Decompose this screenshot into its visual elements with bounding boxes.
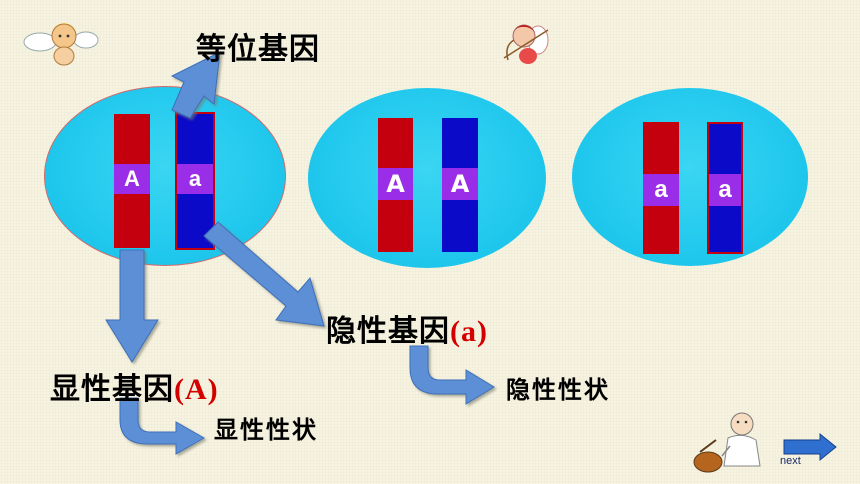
arrow-to-allele: [170, 51, 221, 119]
gene-band: A: [378, 168, 413, 200]
chromosome-red: A: [114, 114, 150, 248]
cupid-icon: [503, 24, 549, 64]
chromosome-blue: A: [442, 118, 478, 252]
cell-3: [572, 88, 808, 266]
next-button[interactable]: next: [780, 455, 801, 467]
chromosome-red: a: [643, 122, 679, 254]
gene-band: a: [709, 174, 741, 206]
dominant-trait-label: 显性性状: [214, 415, 318, 444]
recessive-trait-label: 隐性性状: [506, 375, 610, 404]
chromosome-red: A: [378, 118, 413, 252]
gene-band: A: [442, 168, 478, 200]
arrow-to-recessive-trait: [409, 345, 495, 405]
chromosome-blue: a: [175, 112, 215, 250]
next-arrow-icon[interactable]: [783, 432, 837, 462]
cell-2: [308, 88, 546, 268]
dominant-gene-text: 显性基因: [50, 372, 174, 407]
cherub-icon: [23, 23, 99, 66]
arrow-to-recessive-gene: [203, 221, 325, 327]
recessive-gene-text: 隐性基因: [326, 314, 450, 349]
dominant-gene-label: 显性基因(A): [50, 364, 219, 408]
recessive-gene-label: 隐性基因(a): [326, 306, 488, 350]
allele-label: 等位基因: [196, 32, 320, 67]
recessive-gene-symbol: (a): [450, 315, 488, 348]
gene-band: a: [643, 174, 679, 206]
dominant-gene-symbol: (A): [174, 373, 219, 406]
chromosome-blue: a: [707, 122, 743, 254]
arrow-to-dominant-gene: [105, 249, 159, 363]
gene-band: A: [114, 164, 150, 194]
arrow-to-dominant-trait: [119, 397, 206, 455]
gene-band: a: [177, 164, 213, 194]
monk-icon: [693, 412, 761, 473]
cell-1: [44, 86, 286, 266]
